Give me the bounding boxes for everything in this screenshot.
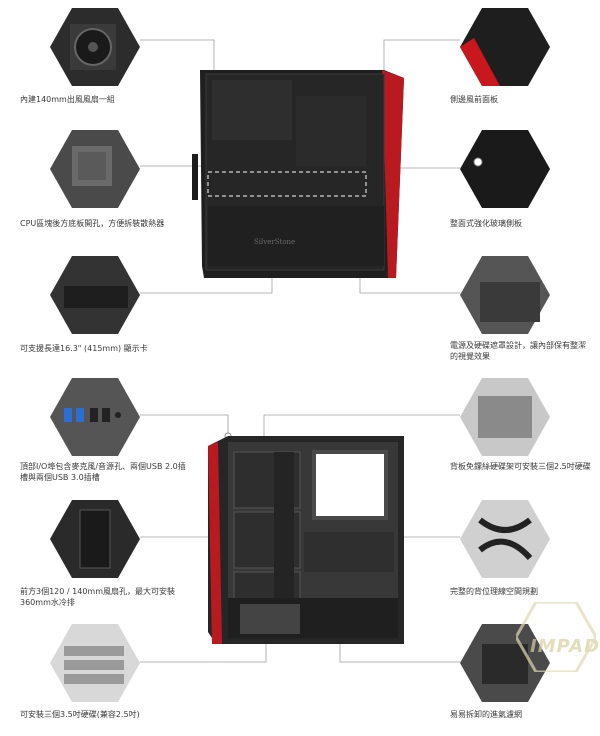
- watermark-text: IMPAD: [530, 636, 600, 657]
- caption-psu-shroud: 電源及硬碟遮罩設計，讓內部保有整潔的視覺效果: [450, 341, 586, 361]
- rear-fan-detail-icon: [50, 8, 140, 86]
- caption-hdd-cage: 可安裝三個3.5吋硬碟(兼容2.5吋): [20, 710, 140, 719]
- cable-management-detail-icon: [460, 500, 550, 578]
- caption-ssd-tray: 背板免鏍絲硬碟架可安裝三個2.5吋硬碟: [450, 462, 591, 471]
- watermark-logo: IMPAD: [514, 600, 599, 674]
- caption-gpu-length: 可支援長達16.3" (415mm) 顯示卡: [20, 344, 148, 353]
- ssd-tray-detail-icon: [460, 378, 550, 456]
- caption-cable-management: 完整的背位理線空間規劃: [450, 587, 538, 596]
- caption-top-io: 頂部I/O埠包含麥克風/音源孔、兩個USB 2.0插槽與兩個USB 3.0插槽: [20, 462, 186, 482]
- front-fan-mount-detail-icon: [50, 500, 140, 578]
- tempered-glass-detail-icon: [460, 130, 550, 208]
- front-panel-detail-icon: [460, 8, 550, 86]
- hdd-cage-detail-icon: [50, 624, 140, 702]
- psu-shroud-detail-icon: [460, 256, 550, 334]
- caption-front-fan-mount: 前方3個120 / 140mm風扇孔，最大可安裝360mm水冷排: [20, 587, 175, 607]
- case-front-view-image: SilverStone: [192, 70, 404, 278]
- brand-label: SilverStone: [254, 238, 295, 246]
- caption-cpu-cutout: CPU區塊後方底板開孔，方便拆裝散熱器: [20, 219, 165, 228]
- top-io-detail-icon: [50, 378, 140, 456]
- cpu-cutout-detail-icon: [50, 130, 140, 208]
- case-interior-view-image: [208, 436, 404, 644]
- caption-tempered-glass: 整面式強化玻璃側板: [450, 219, 522, 228]
- caption-front-panel: 側邊風前面板: [450, 95, 498, 104]
- gpu-length-detail-icon: [50, 256, 140, 334]
- dust-filter-detail-icon: [460, 624, 550, 702]
- caption-dust-filter: 易易拆卸的進氣濾網: [450, 710, 522, 719]
- caption-rear-fan: 內建140mm出風風扇一組: [20, 95, 115, 104]
